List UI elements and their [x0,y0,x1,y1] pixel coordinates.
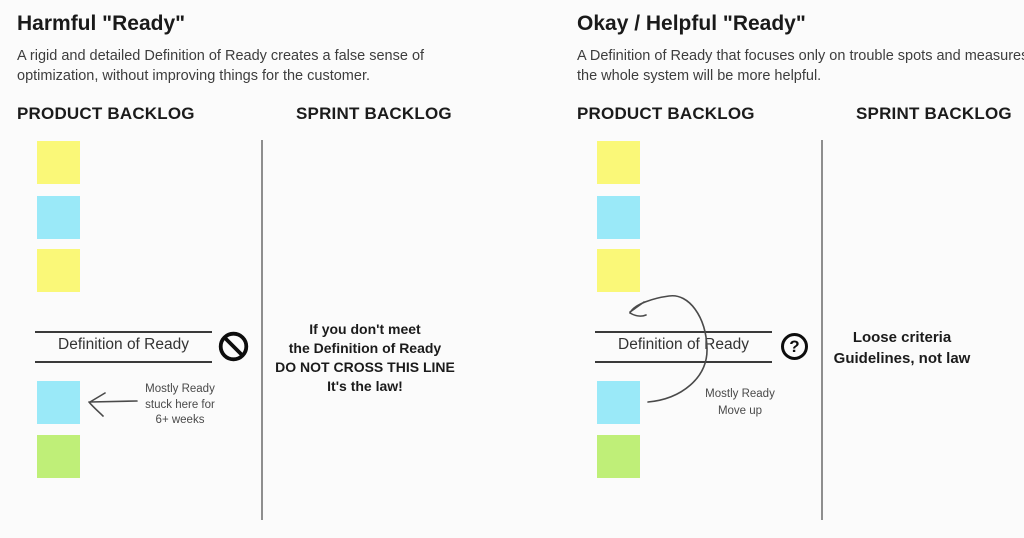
definition-of-ready-label: Definition of Ready [618,336,749,353]
definition-of-ready-label: Definition of Ready [58,336,189,353]
stuck-note-annotation: Mostly Ready stuck here for 6+ weeks [130,382,230,429]
no-entry-icon [218,331,249,362]
panel-subtitle: A rigid and detailed Definition of Ready… [17,48,425,84]
column-divider [261,140,263,520]
sticky-note-yellow [37,141,80,184]
annotation-line: stuck here for [145,398,215,411]
annotation-line: Move up [717,405,763,417]
definition-of-ready-line-bottom [595,361,772,363]
definition-of-ready-line-top [595,331,772,333]
annotation-line: Mostly Ready [705,388,775,400]
hand-drawn-arrow-left-icon [88,392,138,417]
sprint-backlog-header: SPRINT BACKLOG [856,104,1012,123]
message-line: the Definition of Ready [288,340,442,356]
message-line: If you don't meet [309,321,421,337]
panel-subtitle: A Definition of Ready that focuses only … [577,48,1024,84]
sticky-note-yellow [597,141,640,184]
panel-harmful-ready: Harmful "Ready" A rigid and detailed Def… [17,12,465,520]
sprint-rule-message: Loose criteria Guidelines, not law [827,327,977,369]
panel-title: Okay / Helpful "Ready" [577,12,806,35]
column-divider [821,140,823,520]
hand-drawn-curvy-arrow-up-icon [629,295,708,403]
sprint-backlog-header: SPRINT BACKLOG [296,104,452,123]
sticky-note-yellow [37,249,80,292]
definition-of-ready-line-top [35,331,212,333]
panel-helpful-ready: Okay / Helpful "Ready" A Definition of R… [560,0,1024,538]
product-backlog-header: PRODUCT BACKLOG [17,104,195,123]
sticky-note-green [37,435,80,478]
panel-title: Harmful "Ready" [17,12,186,35]
sticky-note-stuck-cyan [597,381,640,424]
sticky-note-green [597,435,640,478]
sticky-note-cyan [597,196,640,239]
message-line: Guidelines, not law [833,350,971,367]
message-line: Loose criteria [852,329,952,346]
product-backlog-header: PRODUCT BACKLOG [577,104,755,123]
sticky-note-cyan [37,196,80,239]
annotation-line: Mostly Ready [145,383,215,395]
sticky-note-stuck-cyan [37,381,80,424]
message-line: DO NOT CROSS THIS LINE [275,359,455,375]
annotation-line: 6+ weeks [155,414,205,426]
question-mark-icon: ? [781,333,808,360]
definition-of-ready-line-bottom [35,361,212,363]
message-line: It's the law! [327,378,403,394]
sticky-note-yellow [597,249,640,292]
sprint-rule-message: If you don't meet the Definition of Read… [265,320,465,396]
move-up-annotation: Mostly Ready Move up [690,386,790,420]
